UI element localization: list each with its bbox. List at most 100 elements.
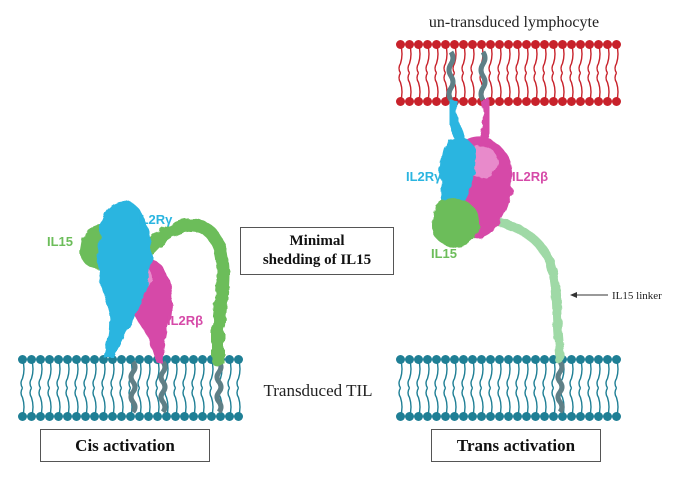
lipid-head: [171, 412, 180, 421]
lipid-tail: [200, 359, 205, 417]
lipid-tail: [434, 359, 439, 417]
lipid-head: [477, 40, 486, 49]
lipid-head: [504, 412, 513, 421]
lipid-tail: [92, 359, 97, 417]
membrane-untransduced-lymphocyte: [396, 40, 621, 106]
lipid-tail: [47, 359, 52, 417]
lipid-tail: [101, 359, 106, 417]
lipid-head: [468, 412, 477, 421]
lipid-tail: [425, 359, 430, 417]
tm-helix-top-2: [478, 50, 488, 102]
lipid-head: [459, 412, 468, 421]
lipid-head: [603, 40, 612, 49]
lipid-head: [495, 97, 504, 106]
lipid-tail: [65, 359, 70, 417]
lipid-head: [495, 355, 504, 364]
lipid-tail: [173, 359, 178, 417]
lipid-tail: [425, 44, 430, 102]
trans-activation-box: Trans activation: [431, 429, 601, 462]
lipid-tail: [398, 359, 403, 417]
lipid-tail: [209, 359, 214, 417]
lipid-head: [180, 355, 189, 364]
lipid-head: [441, 412, 450, 421]
cis-complex: [79, 201, 230, 414]
lipid-head: [117, 355, 126, 364]
lipid-tail: [236, 359, 241, 417]
lipid-head: [603, 412, 612, 421]
il2rb-right-stalk: [477, 98, 493, 143]
il2rb-left-label: IL2Rβ: [167, 313, 203, 328]
lipid-head: [432, 355, 441, 364]
lipid-head: [522, 40, 531, 49]
lipid-head: [450, 40, 459, 49]
lipid-head: [189, 412, 198, 421]
lipid-head: [540, 97, 549, 106]
lipid-head: [432, 97, 441, 106]
lipid-head: [27, 355, 36, 364]
il15-linker-arrow: [570, 292, 608, 298]
lipid-tail: [128, 359, 133, 417]
lipid-head: [423, 40, 432, 49]
lipid-head: [171, 355, 180, 364]
lipid-head: [576, 355, 585, 364]
il15-right: [432, 198, 480, 247]
membrane-transduced-til: [18, 355, 243, 421]
lipid-head: [414, 97, 423, 106]
lipid-head: [198, 355, 207, 364]
lipid-head: [108, 412, 117, 421]
lipid-head: [36, 412, 45, 421]
lipid-head: [234, 355, 243, 364]
membrane-right-bottom: [396, 355, 621, 421]
lipid-head: [396, 412, 405, 421]
lipid-tail: [506, 44, 511, 102]
lipid-head: [549, 40, 558, 49]
lipid-head: [558, 97, 567, 106]
lipid-tail: [596, 44, 601, 102]
lipid-head: [495, 412, 504, 421]
lipid-tail: [20, 359, 25, 417]
lipid-head: [225, 412, 234, 421]
lipid-head: [603, 97, 612, 106]
lipid-head: [522, 412, 531, 421]
lipid-head: [468, 40, 477, 49]
lipid-head: [423, 97, 432, 106]
il2rg-left-label: IL2Rγ: [137, 212, 173, 227]
lipid-tail: [38, 359, 43, 417]
lipid-head: [27, 412, 36, 421]
lipid-head: [513, 355, 522, 364]
lipid-head: [405, 97, 414, 106]
lipid-head: [468, 355, 477, 364]
lipid-tail: [515, 359, 520, 417]
lipid-head: [594, 355, 603, 364]
lipid-tail: [614, 359, 619, 417]
lipid-tail: [470, 359, 475, 417]
lipid-tail: [533, 359, 538, 417]
lipid-tail: [398, 44, 403, 102]
lipid-head: [567, 40, 576, 49]
lipid-head: [63, 355, 72, 364]
lipid-head: [558, 412, 567, 421]
lipid-head: [540, 355, 549, 364]
lipid-head: [549, 412, 558, 421]
lipid-tail: [119, 359, 124, 417]
lipid-head: [612, 40, 621, 49]
lipid-tail: [542, 359, 547, 417]
lipid-head: [585, 40, 594, 49]
lipid-head: [81, 355, 90, 364]
lipid-head: [72, 355, 81, 364]
lipid-tail: [551, 359, 556, 417]
lipid-tail: [182, 359, 187, 417]
lipid-tail: [452, 359, 457, 417]
lipid-head: [459, 40, 468, 49]
lipid-head: [576, 40, 585, 49]
lipid-tail: [461, 359, 466, 417]
lipid-tail: [416, 359, 421, 417]
lipid-tail: [470, 44, 475, 102]
lipid-head: [540, 412, 549, 421]
lipid-head: [18, 355, 27, 364]
lipid-head: [63, 412, 72, 421]
lipid-head: [450, 355, 459, 364]
lipid-tail: [497, 44, 502, 102]
lipid-tail: [83, 359, 88, 417]
